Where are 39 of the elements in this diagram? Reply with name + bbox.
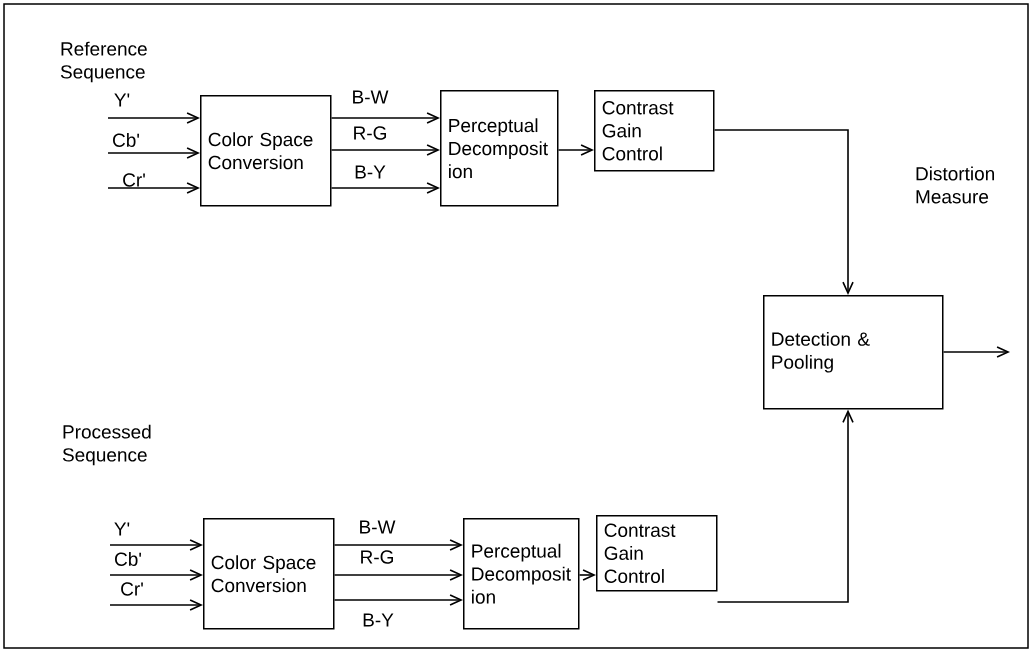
edge-label: Distortion Measure [916,166,994,204]
input-label: Processed Sequence [62,424,151,466]
arrow [333,539,463,551]
edge-label: R-G [361,550,393,564]
arrow [716,409,854,603]
arrow [107,182,200,194]
edge-label: Y' [114,522,130,536]
edge-label: B-W [353,90,389,104]
arrow [557,144,594,156]
edge-label: B-W [360,520,396,534]
arrow [942,346,1010,358]
process-box: Contrast Gain Control [596,515,718,592]
edge-label: Cr' [123,173,145,187]
arrow [109,599,203,611]
input-label: Reference Sequence [60,41,147,83]
edge-label: R-G [354,126,386,140]
arrow [333,594,463,606]
arrow [330,112,440,124]
arrow [578,569,596,581]
arrow [333,569,463,581]
edge-label: Y' [114,93,130,107]
process-box: Color Space Conversion [203,518,335,630]
process-box: Detection & Pooling [763,295,944,410]
arrow [330,182,440,194]
arrow [107,112,200,124]
process-box: Perceptual Decomposit ion [440,90,559,207]
arrow [107,147,200,159]
edge-label: B-Y [363,613,394,627]
edge-label: B-Y [355,165,386,179]
process-box: Perceptual Decomposit ion [463,518,580,630]
arrow [109,569,203,581]
edge-label: Cr' [121,582,143,596]
process-box: Contrast Gain Control [594,90,715,172]
edge-label: Cb' [115,552,141,566]
arrow [713,129,854,295]
arrow [109,539,203,551]
edge-label: Cb' [113,133,139,147]
process-box: Color Space Conversion [200,95,332,207]
arrow [330,144,440,156]
